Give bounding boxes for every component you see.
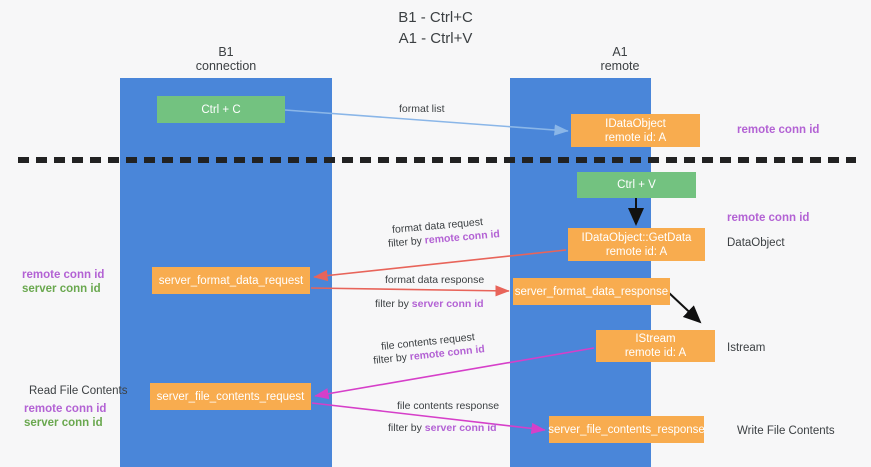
annotation-left-remote-conn-id-bottom: remote conn id [24, 403, 107, 415]
annotation-remote-conn-id-mid: remote conn id [727, 211, 809, 225]
annotation-remote-conn-id-top-text: remote conn id [737, 124, 820, 136]
annotation-left-conn-ids-bottom: remote conn id server conn id [24, 402, 106, 430]
annotation-write-file-contents-text: Write File Contents [737, 425, 835, 437]
node-idataobject-getdata[interactable]: IDataObject::GetData remote id: A [568, 228, 705, 261]
node-istream-remote-id: remote id: A [624, 347, 687, 359]
annotation-left-server-conn-id-mid: server conn id [22, 283, 101, 295]
node-istream-title: IStream [635, 333, 676, 345]
filter-key-server-conn-id: server conn id [424, 422, 497, 434]
edge-label-file-contents-response: file contents response [397, 400, 500, 412]
edge-label-format-data-response-filter: filter by server conn id [375, 298, 484, 311]
node-server-file-contents-response-label: server_file_contents_response [548, 423, 705, 436]
node-ctrl-c-label: Ctrl + C [201, 103, 241, 116]
annotation-left-server-conn-id-bottom: server conn id [24, 417, 103, 429]
title-line-2: A1 - Ctrl+V [398, 30, 473, 47]
node-ctrl-c[interactable]: Ctrl + C [157, 96, 285, 123]
node-istream[interactable]: IStream remote id: A [596, 330, 715, 362]
node-server-format-data-request-label: server_format_data_request [158, 274, 304, 287]
node-ctrl-v-label: Ctrl + V [617, 179, 656, 191]
node-idataobject-remote-id: remote id: A [604, 131, 667, 144]
node-idataobject[interactable]: IDataObject remote id: A [571, 114, 700, 147]
lane-header-b1: B1 connection [146, 45, 306, 73]
annotation-istream: Istream [727, 341, 765, 355]
annotation-remote-conn-id-top: remote conn id [737, 123, 819, 137]
node-ctrl-v[interactable]: Ctrl + V [577, 172, 696, 198]
node-server-format-data-response-label: server_format_data_response [514, 285, 669, 298]
node-server-file-contents-request-label: server_file_contents_request [156, 390, 305, 403]
annotation-istream-text: Istream [727, 342, 766, 354]
filter-prefix: filter by [388, 422, 425, 434]
filter-key-server-conn-id: server conn id [411, 298, 484, 310]
node-server-format-data-response[interactable]: server_format_data_response [513, 278, 670, 305]
title-line-1: B1 - Ctrl+C [398, 9, 473, 26]
lane-header-b1-name: B1 [218, 45, 234, 59]
node-server-file-contents-request[interactable]: server_file_contents_request [150, 383, 311, 410]
annotation-dataobject-text: DataObject [727, 237, 785, 249]
section-divider [18, 157, 856, 163]
node-idataobject-title: IDataObject [605, 117, 666, 130]
edge-label-file-contents-response-filter: filter by server conn id [388, 422, 497, 435]
edge-format-data-response [310, 285, 510, 297]
lane-header-b1-sublabel: connection [195, 59, 257, 73]
annotation-remote-conn-id-mid-text: remote conn id [727, 212, 810, 224]
node-server-file-contents-response[interactable]: server_file_contents_response [548, 416, 705, 443]
edge-fmtresp-to-istream [667, 291, 702, 324]
annotation-left-conn-ids-mid: remote conn id server conn id [22, 268, 104, 296]
lane-header-a1: A1 remote [540, 45, 700, 73]
filter-prefix: filter by [387, 234, 426, 250]
annotation-left-remote-conn-id-mid: remote conn id [22, 269, 105, 281]
lane-header-a1-name: A1 [612, 45, 628, 59]
annotation-read-file-contents-text: Read File Contents [29, 385, 128, 397]
annotation-write-file-contents: Write File Contents [737, 424, 835, 438]
annotation-dataobject: DataObject [727, 236, 785, 250]
lane-header-a1-sublabel: remote [600, 59, 640, 73]
node-getdata-title: IDataObject::GetData [581, 231, 692, 244]
edge-label-format-list: format list [399, 103, 445, 115]
node-server-format-data-request[interactable]: server_format_data_request [152, 267, 310, 294]
filter-prefix: filter by [375, 298, 412, 310]
page-title: B1 - Ctrl+C A1 - Ctrl+V [0, 7, 871, 49]
filter-prefix: filter by [372, 351, 411, 367]
node-getdata-remote-id: remote id: A [605, 245, 668, 258]
annotation-read-file-contents: Read File Contents [29, 384, 127, 398]
edge-label-format-data-response: format data response [385, 274, 485, 286]
